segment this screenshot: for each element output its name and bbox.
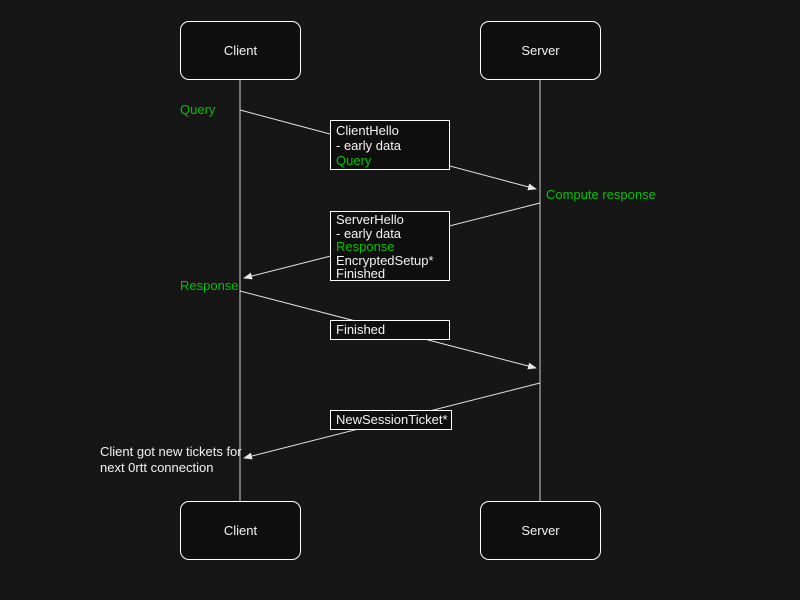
actor-box-client-top: Client <box>180 21 301 80</box>
message-line-query: Query <box>336 153 372 168</box>
actor-box-server-top: Server <box>480 21 601 80</box>
actor-label-server: Server <box>521 43 560 58</box>
message-line: NewSessionTicket* <box>336 412 448 427</box>
annotation-response: Response <box>180 278 239 293</box>
actor-box-client-bottom: Client <box>180 501 301 560</box>
actor-box-server-bottom: Server <box>480 501 601 560</box>
annotation-compute-response: Compute response <box>546 187 656 202</box>
message-line: Finished <box>336 322 386 337</box>
message-line: ClientHello <box>336 123 399 138</box>
actor-label-server: Server <box>521 523 560 538</box>
message-line: - early data <box>336 225 402 241</box>
actor-label-client: Client <box>223 43 258 58</box>
note-line-2: next 0rtt connection <box>100 459 214 475</box>
message-box-finished: Finished <box>330 320 450 340</box>
note-line-1: Client got new tickets for <box>100 444 242 459</box>
message-line: EncryptedSetup* <box>336 252 434 268</box>
message-box-newsessionticket: NewSessionTicket* <box>330 410 452 430</box>
message-box-clienthello: ClientHello - early data Query <box>330 120 450 170</box>
message-line-response: Response <box>336 239 395 254</box>
note-new-tickets: Client got new tickets for next 0rtt con… <box>100 444 242 475</box>
message-line: Finished <box>336 266 386 281</box>
annotation-query: Query <box>180 102 216 117</box>
message-line: ServerHello <box>336 212 404 227</box>
actor-label-client: Client <box>223 523 258 538</box>
message-line: - early data <box>336 138 402 153</box>
message-box-serverhello: ServerHello - early data Response Encryp… <box>330 211 450 281</box>
